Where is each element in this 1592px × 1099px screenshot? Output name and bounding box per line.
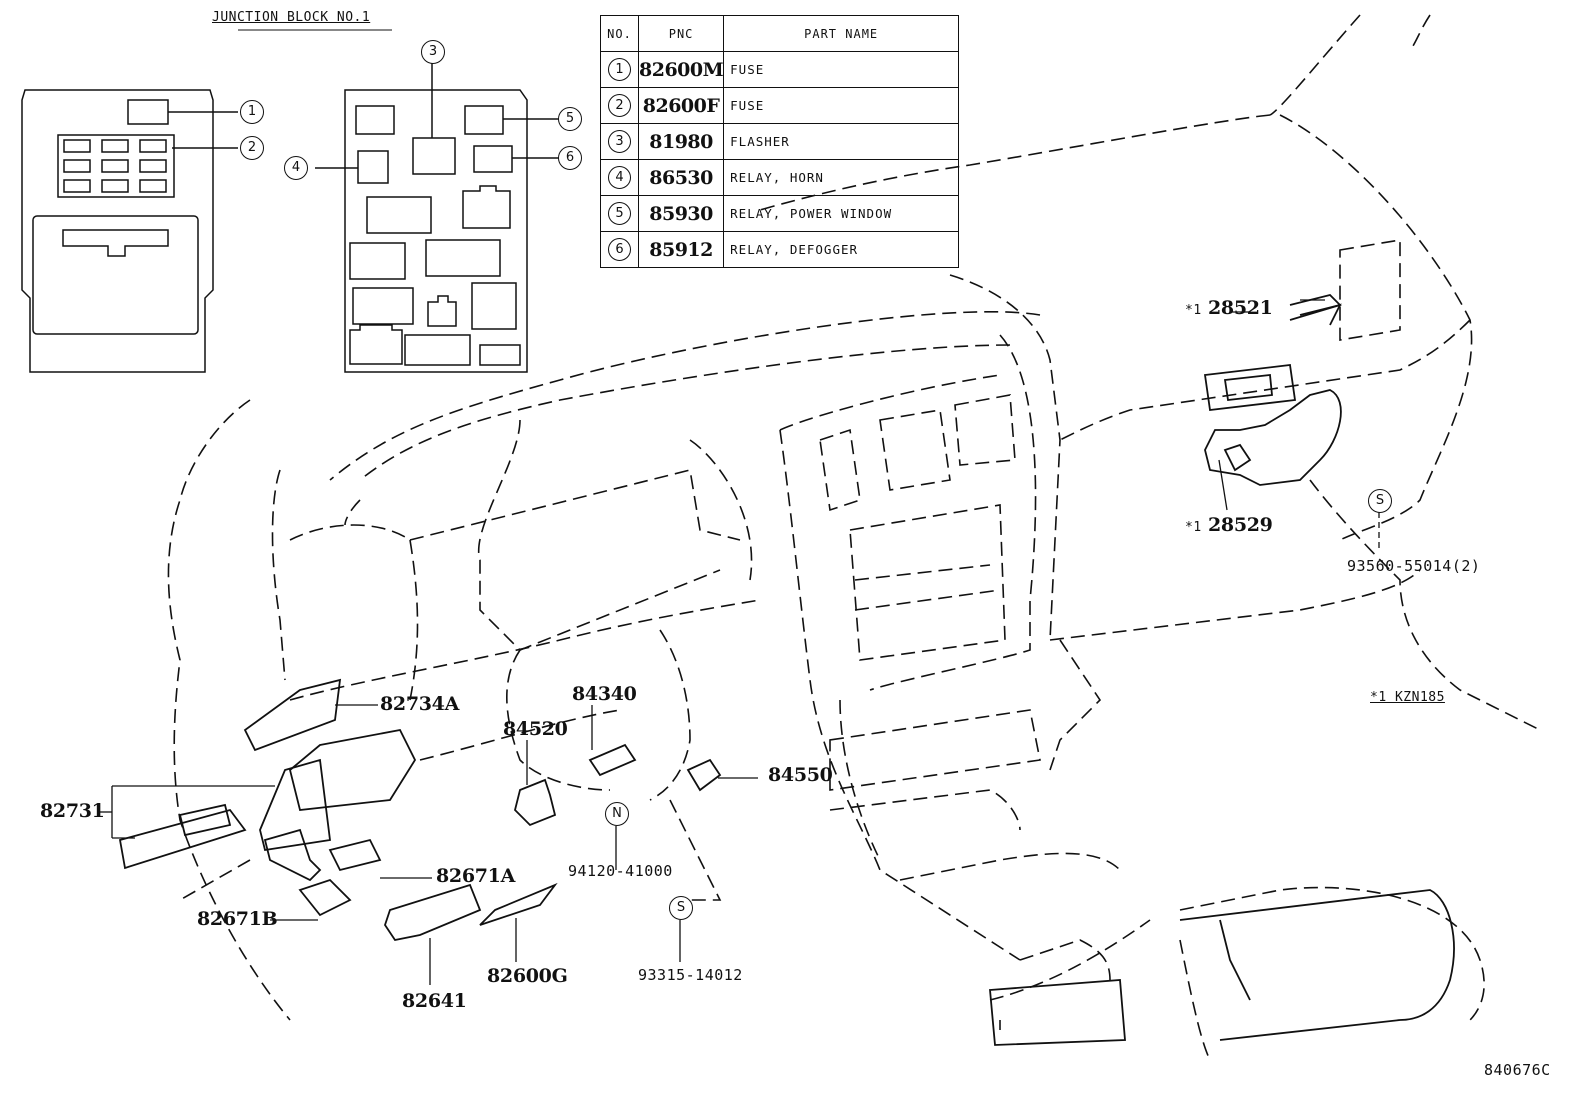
callout-2: 2	[240, 136, 264, 160]
row-pnc: 86530	[637, 159, 725, 196]
part-label-82641: 82641	[402, 990, 467, 1012]
dashboard-outline	[167, 14, 1541, 1061]
leader-lines	[100, 299, 1380, 985]
kzn-note: *1 KZN185	[1370, 690, 1445, 705]
part-label-84550: 84550	[768, 764, 833, 786]
row-number: 5	[608, 202, 631, 225]
junction-block-left	[21, 89, 238, 373]
callout-1: 1	[240, 100, 264, 124]
part-label-93560: 93560-55014(2)	[1347, 557, 1481, 575]
part-label-82734A: 82734A	[380, 693, 460, 715]
marker-s: S	[669, 896, 693, 920]
row-part-name: RELAY, HORN	[723, 159, 960, 196]
part-label-28521: 28521	[1207, 297, 1273, 319]
part-label-84340: 84340	[572, 683, 637, 705]
table-row: 5 85930 RELAY, POWER WINDOW	[600, 195, 960, 232]
part-label-94120: 94120-41000	[568, 862, 673, 880]
part-label-82671B: 82671B	[197, 908, 278, 930]
row-pnc: 85912	[637, 231, 725, 268]
row-number: 1	[608, 58, 631, 81]
table-row: 2 82600F FUSE	[600, 87, 960, 124]
star-mark: *1	[1185, 303, 1202, 318]
reference-code: 840676C	[1484, 1061, 1551, 1079]
row-number: 6	[608, 238, 631, 261]
part-label-82600G: 82600G	[487, 965, 568, 987]
row-pnc: 82600M	[637, 51, 725, 88]
table-header-row: NO. PNC PART NAME	[600, 15, 960, 52]
row-part-name: RELAY, POWER WINDOW	[723, 195, 960, 232]
marker-s: S	[1368, 489, 1392, 513]
parts-table: NO. PNC PART NAME 1 82600M FUSE 2 82600F…	[600, 15, 960, 268]
dashboard-solid	[118, 294, 1455, 1046]
row-number: 3	[608, 130, 631, 153]
part-label-84520: 84520	[503, 718, 568, 740]
table-row: 3 81980 FLASHER	[600, 123, 960, 160]
header-part-name: PART NAME	[723, 15, 960, 52]
callout-3: 3	[421, 40, 445, 64]
part-label-82731: 82731	[40, 800, 105, 822]
row-pnc: 82600F	[637, 87, 725, 124]
row-pnc: 85930	[637, 195, 725, 232]
marker-n: N	[605, 802, 629, 826]
junction-block-right	[315, 60, 560, 373]
row-part-name: FUSE	[723, 51, 960, 88]
junction-block-title: JUNCTION BLOCK NO.1	[212, 10, 371, 25]
part-label-28529: 28529	[1207, 514, 1273, 536]
table-row: 6 85912 RELAY, DEFOGGER	[600, 231, 960, 268]
star-mark: *1	[1185, 520, 1202, 535]
row-number: 2	[608, 94, 631, 117]
table-row: 4 86530 RELAY, HORN	[600, 159, 960, 196]
part-label-82671A: 82671A	[436, 865, 516, 887]
callout-4: 4	[284, 156, 308, 180]
table-row: 1 82600M FUSE	[600, 51, 960, 88]
header-no: NO.	[600, 15, 639, 52]
part-label-93315: 93315-14012	[638, 966, 743, 984]
callout-5: 5	[558, 107, 582, 131]
row-part-name: RELAY, DEFOGGER	[723, 231, 960, 268]
row-part-name: FUSE	[723, 87, 960, 124]
header-pnc: PNC	[637, 15, 725, 52]
callout-6: 6	[558, 146, 582, 170]
row-pnc: 81980	[637, 123, 725, 160]
row-part-name: FLASHER	[723, 123, 960, 160]
row-number: 4	[608, 166, 631, 189]
